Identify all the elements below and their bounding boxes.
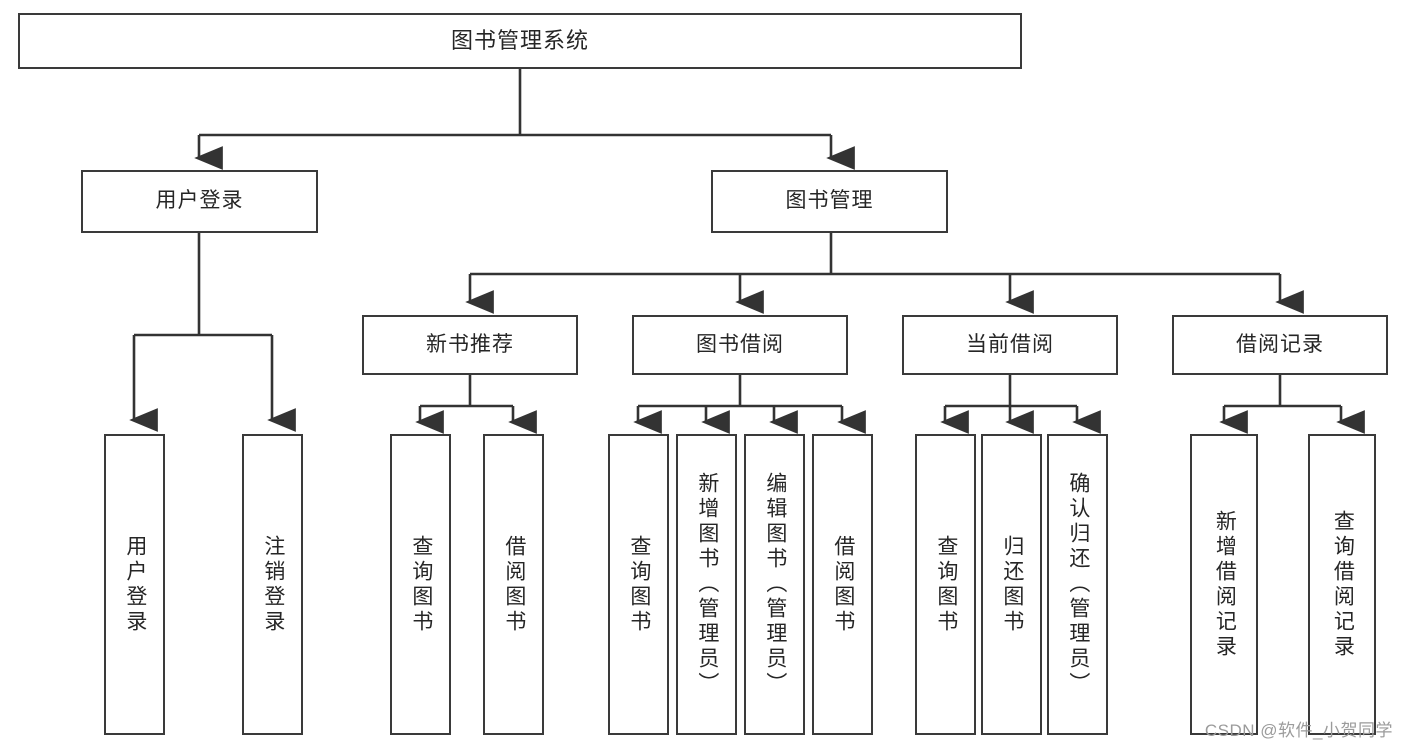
node-label: 确认归还（管理员） [1066,472,1090,697]
node-confirm-return-admin[interactable]: 确认归还（管理员） [1047,434,1108,735]
node-query-borrow-record[interactable]: 查询借阅记录 [1308,434,1376,735]
node-label: 查询图书 [409,534,433,635]
node-label: 新书推荐 [426,332,514,356]
node-borrow-record[interactable]: 借阅记录 [1172,315,1388,375]
node-label: 用户登录 [155,189,244,213]
csdn-watermark: CSDN @软件_小贺同学 [1204,721,1393,740]
node-label: 当前借阅 [966,332,1054,356]
node-label: 新增图书（管理员） [695,472,719,697]
node-user-login[interactable]: 用户登录 [81,170,318,233]
node-label: 图书管理系统 [450,28,589,54]
node-borrow-book-2[interactable]: 借阅图书 [812,434,873,735]
node-label: 借阅图书 [831,534,855,635]
node-label: 归还图书 [1000,534,1024,635]
node-root-system[interactable]: 图书管理系统 [18,13,1022,69]
node-query-book-3[interactable]: 查询图书 [915,434,976,735]
node-label: 图书借阅 [696,332,784,356]
node-book-borrow[interactable]: 图书借阅 [632,315,848,375]
node-query-book-2[interactable]: 查询图书 [608,434,669,735]
node-label: 查询图书 [627,534,651,635]
node-label: 编辑图书（管理员） [763,472,787,697]
node-query-book-1[interactable]: 查询图书 [390,434,451,735]
node-current-borrow[interactable]: 当前借阅 [902,315,1118,375]
node-label: 查询图书 [934,534,958,635]
node-logout-leaf[interactable]: 注销登录 [242,434,303,735]
node-add-book-admin[interactable]: 新增图书（管理员） [676,434,737,735]
node-add-borrow-record[interactable]: 新增借阅记录 [1190,434,1258,735]
node-label: 新增借阅记录 [1213,509,1237,660]
node-label: 借阅图书 [502,534,526,635]
node-label: 用户登录 [123,534,147,635]
node-new-book-recommend[interactable]: 新书推荐 [362,315,578,375]
node-borrow-book-1[interactable]: 借阅图书 [483,434,544,735]
node-label: 查询借阅记录 [1331,509,1355,660]
node-label: 图书管理 [785,189,874,213]
node-edit-book-admin[interactable]: 编辑图书（管理员） [744,434,805,735]
node-label: 注销登录 [261,534,285,635]
node-book-management[interactable]: 图书管理 [711,170,948,233]
node-label: 借阅记录 [1236,332,1324,356]
node-return-book[interactable]: 归还图书 [981,434,1042,735]
node-user-login-leaf[interactable]: 用户登录 [104,434,165,735]
